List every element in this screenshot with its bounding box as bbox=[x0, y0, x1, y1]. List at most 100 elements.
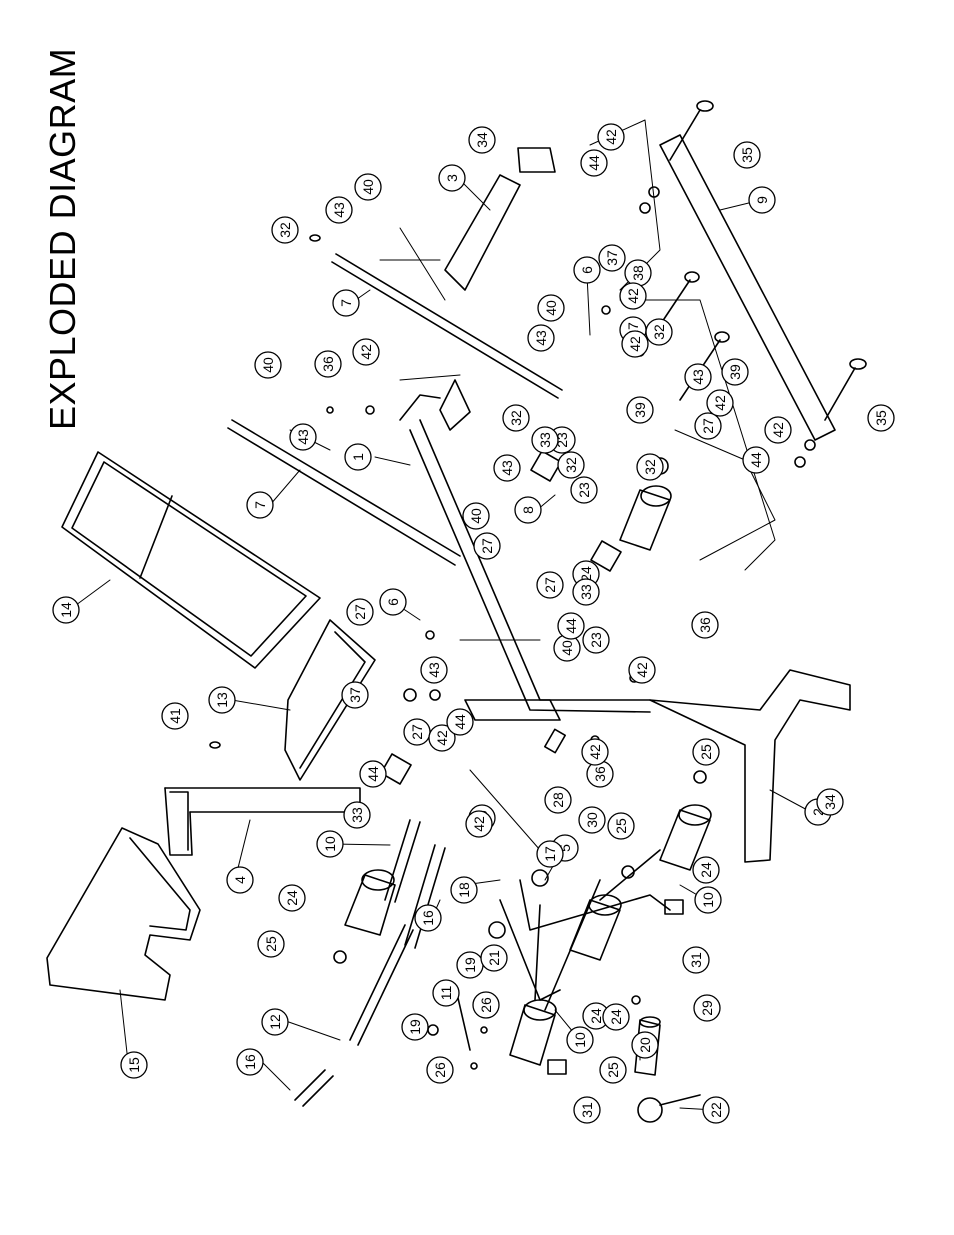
hardware bbox=[209, 186, 816, 1075]
callout-circle bbox=[537, 294, 565, 322]
callout-circle bbox=[236, 1048, 264, 1076]
callout-24: 24 bbox=[582, 1002, 610, 1030]
callout-number: 32 bbox=[277, 222, 293, 238]
callout-29: 29 bbox=[693, 994, 721, 1022]
callout-number: 25 bbox=[698, 744, 714, 760]
callout-37: 37 bbox=[341, 681, 369, 709]
callout-28: 28 bbox=[544, 786, 572, 814]
callout-circle bbox=[161, 702, 189, 730]
callout-number: 42 bbox=[434, 730, 450, 746]
part-backrest-pad bbox=[61, 451, 321, 669]
callout-39: 39 bbox=[626, 396, 654, 424]
callout-circle bbox=[527, 324, 555, 352]
callout-25: 25 bbox=[692, 738, 720, 766]
callout-10: 10 bbox=[566, 1026, 594, 1054]
callout-number: 17 bbox=[542, 846, 558, 862]
callout-19: 19 bbox=[401, 1013, 429, 1041]
callout-6: 6 bbox=[573, 256, 601, 284]
callout-10: 10 bbox=[694, 886, 722, 914]
callout-number: 42 bbox=[712, 395, 728, 411]
callout-circle bbox=[536, 571, 564, 599]
callout-number: 25 bbox=[613, 818, 629, 834]
callout-40: 40 bbox=[354, 173, 382, 201]
callout-number: 40 bbox=[260, 357, 276, 373]
callout-44: 44 bbox=[446, 708, 474, 736]
callout-35: 35 bbox=[867, 404, 895, 432]
callout-32: 32 bbox=[502, 404, 530, 432]
callout-number: 42 bbox=[471, 816, 487, 832]
callout-14: 14 bbox=[52, 596, 80, 624]
callout-41: 41 bbox=[161, 702, 189, 730]
callout-35: 35 bbox=[733, 141, 761, 169]
callout-number: 42 bbox=[627, 336, 643, 352]
callout-circle bbox=[325, 196, 353, 224]
callout-11: 11 bbox=[432, 979, 460, 1007]
callout-number: 35 bbox=[739, 147, 755, 163]
callout-42: 42 bbox=[706, 389, 734, 417]
callout-circle bbox=[816, 788, 844, 816]
callout-circle bbox=[257, 930, 285, 958]
callout-43: 43 bbox=[420, 656, 448, 684]
callout-circle bbox=[682, 946, 710, 974]
callout-circle bbox=[573, 256, 601, 284]
callout-number: 42 bbox=[358, 344, 374, 360]
callout-42: 42 bbox=[597, 123, 625, 151]
callout-circle bbox=[271, 216, 299, 244]
part-seat-pad bbox=[284, 619, 376, 781]
callout-number: 16 bbox=[242, 1054, 258, 1070]
part-adjustment-tube bbox=[659, 134, 836, 441]
callout-number: 43 bbox=[426, 662, 442, 678]
callout-6: 6 bbox=[379, 588, 407, 616]
callout-number: 24 bbox=[578, 566, 594, 582]
callout-number: 10 bbox=[322, 836, 338, 852]
callout-number: 34 bbox=[822, 794, 838, 810]
callout-43: 43 bbox=[493, 454, 521, 482]
callout-24: 24 bbox=[278, 884, 306, 912]
callout-31: 31 bbox=[573, 1096, 601, 1124]
callout-42: 42 bbox=[465, 810, 493, 838]
callout-25: 25 bbox=[607, 812, 635, 840]
callout-circle bbox=[446, 708, 474, 736]
callout-circle bbox=[636, 453, 664, 481]
callout-number: 42 bbox=[770, 422, 786, 438]
callout-circle bbox=[438, 164, 466, 192]
callout-circle bbox=[346, 598, 374, 626]
callout-circle bbox=[557, 612, 585, 640]
callout-number: 35 bbox=[873, 410, 889, 426]
callout-43: 43 bbox=[325, 196, 353, 224]
part-preacher-pad bbox=[46, 827, 201, 1001]
callout-number: 12 bbox=[267, 1014, 283, 1030]
callout-number: 9 bbox=[754, 196, 770, 204]
callout-27: 27 bbox=[473, 532, 501, 560]
callout-number: 21 bbox=[486, 950, 502, 966]
callout-circle bbox=[692, 738, 720, 766]
callout-circle bbox=[867, 404, 895, 432]
callout-number: 10 bbox=[572, 1032, 588, 1048]
callout-26: 26 bbox=[426, 1056, 454, 1084]
callout-layer: 1234566778910101011121314151616171819192… bbox=[52, 123, 895, 1124]
callout-40: 40 bbox=[254, 351, 282, 379]
callout-number: 32 bbox=[651, 324, 667, 340]
callout-circle bbox=[289, 423, 317, 451]
callout-circle bbox=[468, 126, 496, 154]
callout-number: 31 bbox=[688, 952, 704, 968]
callout-number: 43 bbox=[690, 369, 706, 385]
callout-circle bbox=[599, 1056, 627, 1084]
callout-circle bbox=[120, 1051, 148, 1079]
callout-32: 32 bbox=[271, 216, 299, 244]
callout-40: 40 bbox=[462, 502, 490, 530]
callout-43: 43 bbox=[289, 423, 317, 451]
callout-30: 30 bbox=[578, 806, 606, 834]
callout-circle bbox=[580, 149, 608, 177]
callout-circle bbox=[581, 738, 609, 766]
callout-25: 25 bbox=[257, 930, 285, 958]
callout-15: 15 bbox=[120, 1051, 148, 1079]
callout-13: 13 bbox=[208, 686, 236, 714]
callout-number: 27 bbox=[542, 577, 558, 593]
callout-circle bbox=[354, 173, 382, 201]
callout-circle bbox=[450, 876, 478, 904]
callout-circle bbox=[631, 1031, 659, 1059]
callout-42: 42 bbox=[621, 330, 649, 358]
part-curved-tube bbox=[649, 669, 851, 863]
